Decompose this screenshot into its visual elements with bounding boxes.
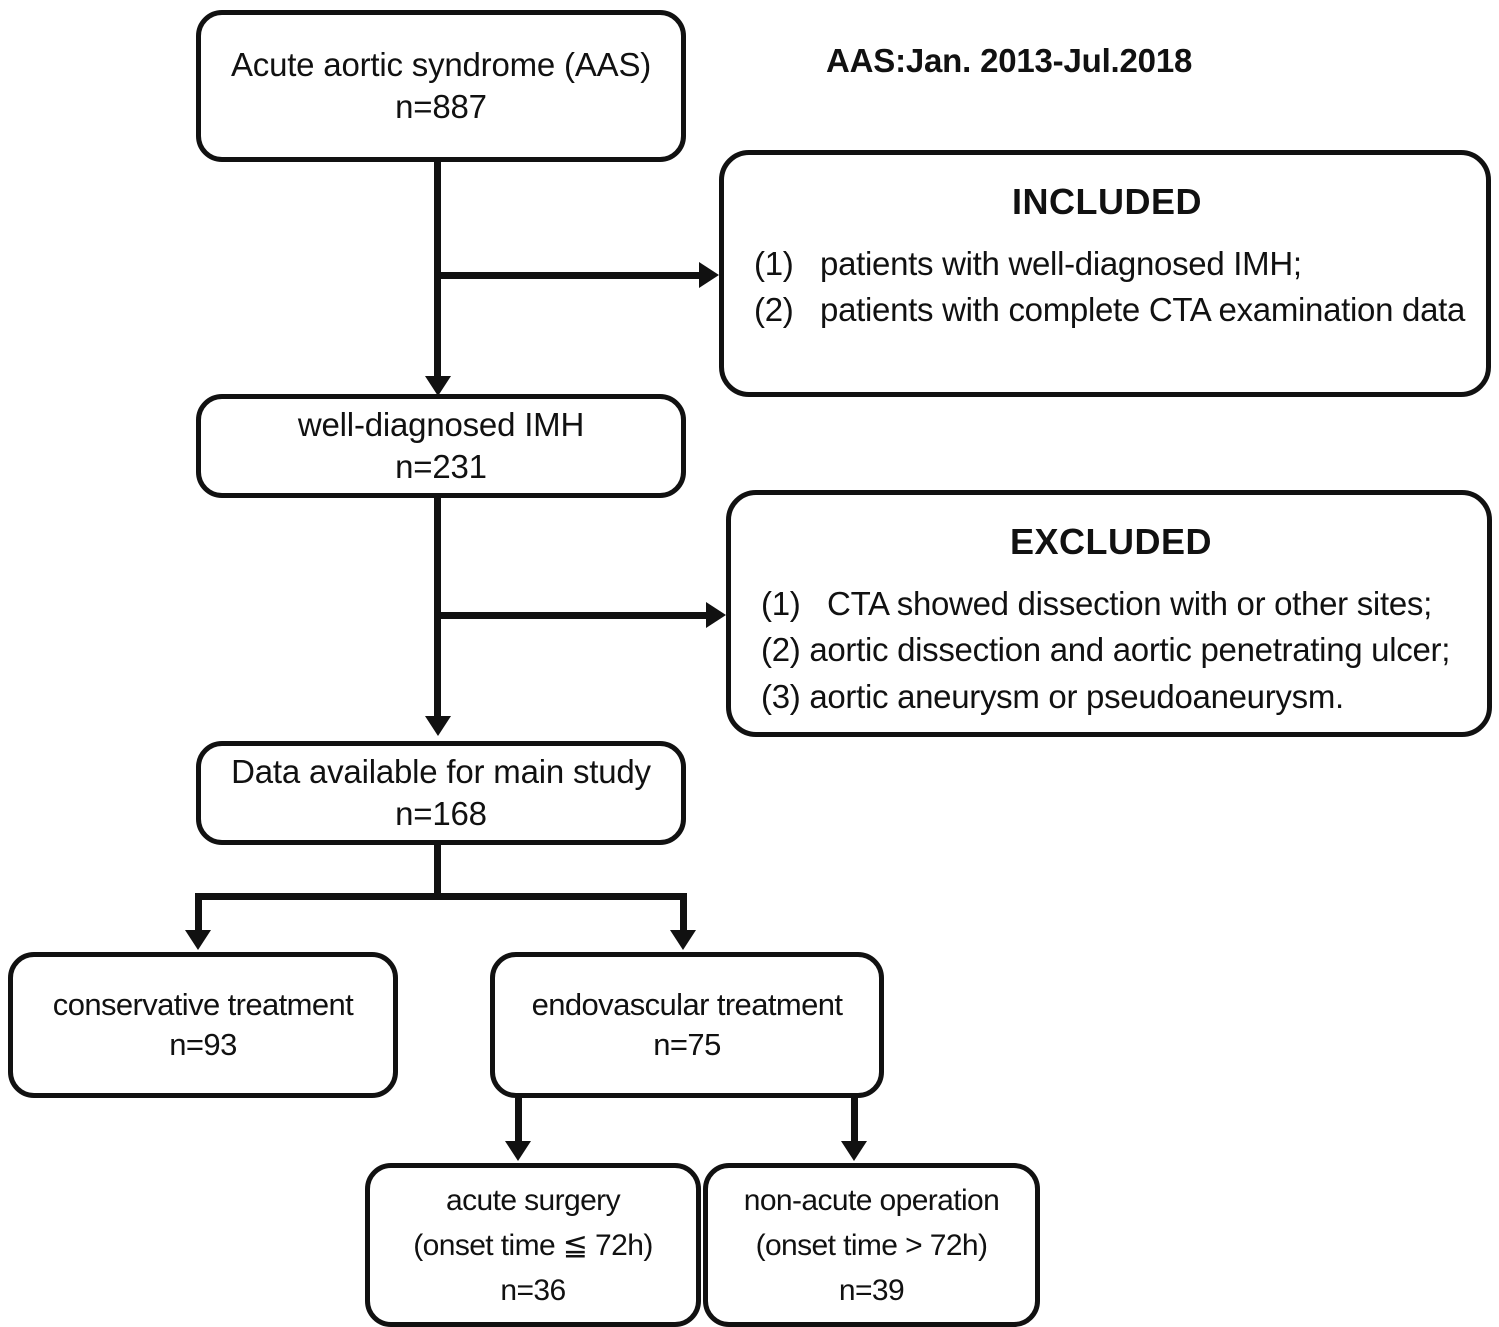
arrowhead-to-endovascular	[670, 930, 696, 950]
node-conservative-treatment: conservative treatment n=93	[8, 952, 398, 1098]
node-title: conservative treatment	[52, 987, 354, 1023]
included-item: (2) patients with complete CTA examinati…	[754, 289, 1465, 331]
list-marker: (3)	[761, 677, 801, 715]
node-title: Acute aortic syndrome (AAS)	[230, 45, 652, 83]
node-count: n=168	[395, 795, 487, 832]
node-count: n=36	[500, 1273, 566, 1307]
arrowhead-to-acute-surgery	[505, 1141, 531, 1161]
excluded-item: (3) aortic aneurysm or pseudoaneurysm.	[761, 676, 1461, 718]
list-marker: (2)	[754, 291, 794, 329]
list-text: patients with well-diagnosed IMH;	[820, 245, 1302, 283]
list-text: patients with complete CTA examination d…	[820, 291, 1466, 329]
connector-to-included	[437, 272, 703, 279]
arrowhead-to-non-acute-operation	[841, 1141, 867, 1161]
node-count: n=887	[395, 88, 487, 125]
connector-to-conservative	[195, 893, 202, 935]
node-count: n=93	[169, 1027, 237, 1062]
excluded-item: (1) CTA showed dissection with or other …	[761, 583, 1461, 625]
node-title: well-diagnosed IMH	[297, 405, 585, 443]
included-criteria-box: INCLUDED (1) patients with well-diagnose…	[719, 150, 1491, 397]
connector-to-excluded	[437, 612, 710, 619]
list-text: aortic dissection and aortic penetrating…	[809, 631, 1451, 669]
node-count: n=39	[838, 1273, 905, 1307]
list-marker: (2)	[761, 631, 801, 669]
arrowhead-to-excluded	[706, 602, 726, 628]
node-acute-aortic-syndrome: Acute aortic syndrome (AAS) n=887	[196, 10, 686, 162]
node-title: acute surgery	[446, 1183, 621, 1217]
connector-to-acute-surgery	[515, 1098, 522, 1146]
arrowhead-aas-to-imh	[425, 376, 451, 396]
node-count: n=231	[395, 448, 487, 485]
excluded-criteria-box: EXCLUDED (1) CTA showed dissection with …	[726, 490, 1492, 737]
node-title: non-acute operation	[743, 1183, 1000, 1217]
list-text: aortic aneurysm or pseudoaneurysm.	[809, 677, 1344, 715]
list-marker: (1)	[754, 245, 794, 283]
connector-main-study-stem	[434, 845, 441, 897]
included-item: (1) patients with well-diagnosed IMH;	[754, 243, 1460, 285]
list-marker: (1)	[761, 585, 801, 623]
excluded-item: (2) aortic dissection and aortic penetra…	[761, 629, 1461, 671]
connector-imh-to-main-study	[434, 498, 441, 723]
arrowhead-imh-to-main-study	[425, 716, 451, 736]
node-data-available-main-study: Data available for main study n=168	[196, 741, 686, 845]
connector-to-non-acute-operation	[851, 1098, 858, 1146]
node-endovascular-treatment: endovascular treatment n=75	[490, 952, 884, 1098]
node-title: endovascular treatment	[531, 987, 843, 1023]
included-heading: INCLUDED	[1012, 181, 1202, 222]
connector-to-endovascular	[680, 893, 687, 935]
excluded-list: (1) CTA showed dissection with or other …	[761, 583, 1461, 722]
node-title: Data available for main study	[231, 752, 651, 790]
list-text: CTA showed dissection with or other site…	[827, 585, 1432, 623]
node-acute-surgery: acute surgery (onset time ≦ 72h) n=36	[365, 1163, 701, 1327]
connector-treatment-split-bar	[195, 893, 687, 900]
node-subtitle: (onset time > 72h)	[755, 1228, 988, 1262]
node-count: n=75	[653, 1027, 721, 1062]
excluded-heading: EXCLUDED	[1009, 521, 1213, 562]
node-subtitle: (onset time ≦ 72h)	[413, 1228, 653, 1262]
arrowhead-to-conservative	[185, 930, 211, 950]
node-well-diagnosed-imh: well-diagnosed IMH n=231	[196, 394, 686, 498]
node-non-acute-operation: non-acute operation (onset time > 72h) n…	[703, 1163, 1040, 1327]
study-period-label: AAS:Jan. 2013-Jul.2018	[826, 42, 1193, 79]
arrowhead-to-included	[699, 262, 719, 288]
included-list: (1) patients with well-diagnosed IMH; (2…	[754, 243, 1465, 335]
